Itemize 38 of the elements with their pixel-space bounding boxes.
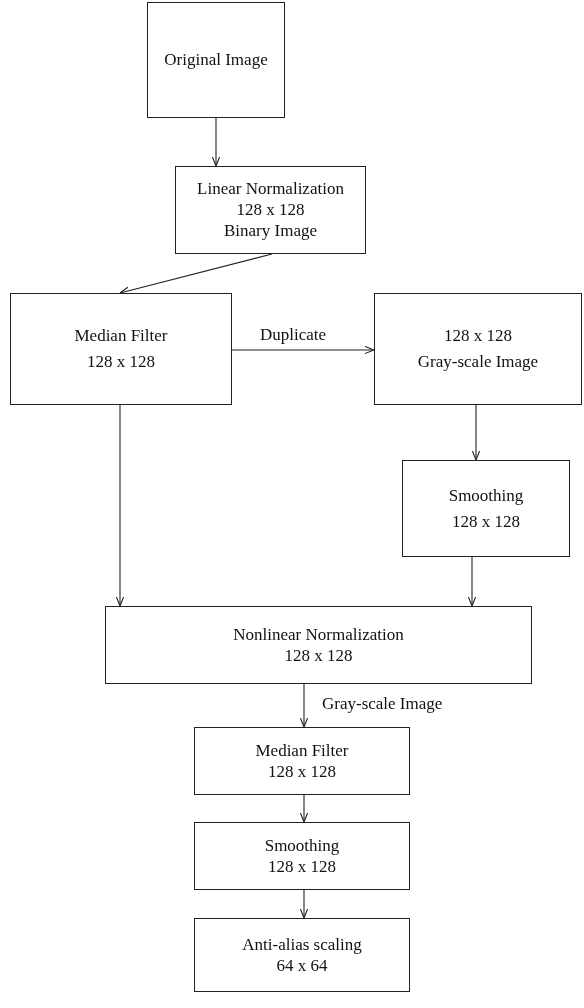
box-text: 128 x 128	[452, 511, 520, 532]
box-text: Binary Image	[224, 221, 317, 241]
box-text: Linear Normalization	[197, 179, 344, 199]
arrow	[299, 683, 309, 728]
process-box	[147, 2, 285, 118]
process-box	[10, 293, 232, 405]
box-text: Median Filter	[74, 326, 168, 346]
process-box	[374, 293, 582, 405]
box-text: 64 x 64	[276, 955, 328, 976]
box-text: Smoothing	[448, 485, 524, 506]
arrow	[299, 794, 309, 823]
arrow	[119, 253, 273, 295]
box-text: Smoothing	[264, 835, 340, 856]
process-box	[105, 606, 532, 684]
box-text: Anti-alias scaling	[242, 934, 362, 955]
edge-label: Gray-scale Image	[320, 694, 445, 714]
box-text: 128 x 128	[236, 200, 305, 220]
process-box	[175, 166, 366, 254]
edge-label: Duplicate	[258, 325, 329, 345]
box-text: 128 x 128	[444, 326, 512, 346]
arrow	[115, 404, 125, 607]
box-text: Original Image	[164, 50, 268, 70]
box-text: Median Filter	[255, 740, 349, 761]
process-box	[194, 727, 410, 795]
box-text: 128 x 128	[87, 352, 155, 372]
process-box	[402, 460, 570, 557]
arrow	[299, 889, 309, 919]
process-box	[194, 822, 410, 890]
process-box	[194, 918, 410, 992]
box-text: 128 x 128	[268, 761, 336, 782]
box-text: Gray-scale Image	[417, 352, 539, 372]
arrow	[211, 117, 221, 167]
arrow	[231, 345, 375, 355]
box-text: Nonlinear Normalization	[233, 624, 404, 645]
arrow	[471, 404, 481, 461]
box-text: 128 x 128	[284, 645, 353, 666]
box-text: 128 x 128	[268, 856, 336, 877]
arrow	[467, 556, 477, 607]
